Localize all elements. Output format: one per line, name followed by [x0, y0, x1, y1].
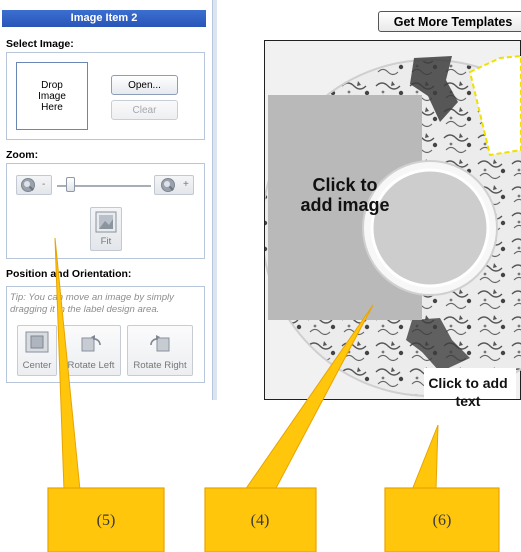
text-placeholder-box[interactable]: [424, 368, 516, 408]
position-tip: Tip: You can move an image by simply dra…: [10, 292, 174, 315]
callout-4-label: (4): [250, 512, 270, 529]
zoom-out-button[interactable]: -: [16, 175, 52, 195]
click-to-add-text[interactable]: Click to add text: [428, 375, 508, 409]
rotate-right-label: Rotate Right: [133, 360, 187, 371]
panel-title: Image Item 2: [2, 10, 206, 27]
rotate-left-label: Rotate Left: [67, 360, 115, 371]
zoom-in-sign: +: [183, 179, 189, 190]
magnifier-minus-icon: [21, 178, 35, 192]
zoom-slider-track[interactable]: [57, 185, 151, 187]
center-button[interactable]: Center: [17, 325, 57, 376]
get-more-templates-button[interactable]: Get More Templates: [378, 11, 521, 32]
rotate-right-icon: [150, 335, 170, 352]
magnifier-plus-icon: [161, 178, 175, 192]
selected-frame-outline: [468, 54, 521, 157]
center-image-icon: [25, 331, 49, 353]
open-button[interactable]: Open...: [111, 75, 178, 95]
rotate-left-icon: [81, 335, 101, 352]
zoom-in-button[interactable]: +: [154, 175, 194, 195]
disc-decoration-top: [410, 56, 458, 122]
zoom-slider-thumb[interactable]: [66, 177, 75, 192]
panel-splitter[interactable]: [212, 0, 217, 400]
drop-image-zone[interactable]: Drop Image Here: [16, 62, 88, 130]
fit-image-icon: [95, 211, 117, 233]
disc-hub: [370, 168, 490, 288]
callout-5-label: (5): [96, 512, 116, 529]
select-image-label: Select Image:: [6, 38, 74, 50]
fit-button[interactable]: Fit: [90, 207, 122, 251]
click-to-add-image[interactable]: Click to add image: [300, 175, 390, 215]
center-label: Center: [22, 360, 52, 371]
fit-label: Fit: [100, 236, 112, 247]
zoom-out-sign: -: [42, 179, 46, 190]
zoom-label: Zoom:: [6, 149, 39, 161]
drop-zone-text: Drop Image Here: [38, 79, 66, 113]
clear-button[interactable]: Clear: [111, 100, 178, 120]
disc-decoration-bottom: [406, 318, 470, 372]
image-item-panel: Image Item 2 Select Image: Drop Image He…: [0, 0, 208, 400]
rotate-right-button[interactable]: Rotate Right: [127, 325, 193, 376]
callout-6-label: (6): [432, 512, 452, 529]
